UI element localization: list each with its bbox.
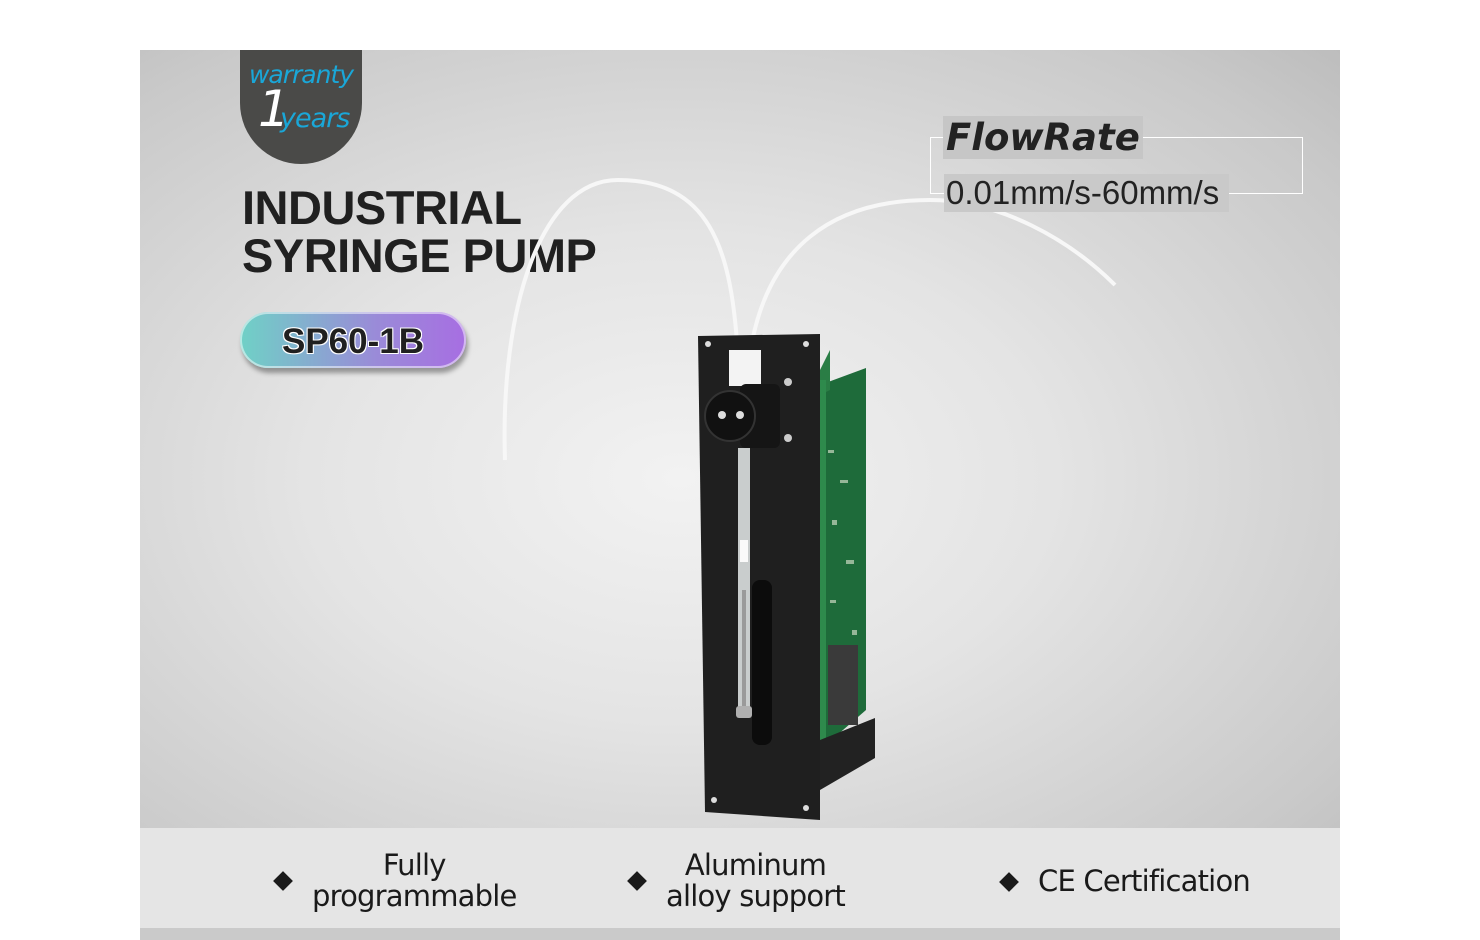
plunger-slot [752, 580, 772, 745]
warranty-badge: warranty 1 years [240, 50, 362, 164]
diamond-bullet-icon [627, 871, 647, 891]
flow-rate-label: FlowRate [943, 116, 1143, 159]
diamond-bullet-icon [273, 871, 293, 891]
model-label: SP60-1B [281, 322, 425, 361]
warranty-number: 1 [258, 80, 290, 138]
diamond-bullet-icon [999, 871, 1019, 892]
feature-line-1: Fully [382, 848, 447, 882]
left-tube [502, 177, 739, 461]
feature-ce-certification: CE Certification [999, 864, 1251, 898]
feature-aluminum: Aluminum alloy support [627, 848, 846, 913]
front-plate [698, 334, 820, 820]
feature-line-1: CE Certification [1038, 864, 1251, 898]
model-badge: SP60-1B [240, 312, 466, 368]
feature-line-2: alloy support [666, 879, 846, 913]
syringe-pump-illustration [502, 177, 1117, 820]
stepper-motor [828, 645, 858, 725]
feature-programmable: Fully programmable [273, 848, 517, 913]
title-line-1: INDUSTRIAL [242, 181, 522, 234]
valve-connector [729, 350, 761, 386]
valve-head [704, 390, 756, 442]
right-tube [750, 197, 1117, 343]
flow-rate-value: 0.01mm/s-60mm/s [944, 174, 1230, 212]
title-line-2: SYRINGE PUMP [242, 229, 597, 282]
syringe-barrel [738, 448, 750, 708]
feature-bar: Fully programmable Aluminum alloy suppor… [140, 828, 1340, 928]
feature-line-2: programmable [312, 879, 517, 913]
warranty-label: warranty [248, 60, 354, 89]
syringe-plunger [742, 590, 746, 710]
product-banner: warranty 1 years INDUSTRIAL SYRINGE PUMP… [140, 50, 1340, 828]
warranty-unit: years [280, 103, 350, 134]
footer-stripe [140, 928, 1340, 940]
product-title: INDUSTRIAL SYRINGE PUMP [242, 181, 597, 282]
feature-line-1: Aluminum [684, 848, 827, 882]
mounting-base [820, 718, 875, 790]
